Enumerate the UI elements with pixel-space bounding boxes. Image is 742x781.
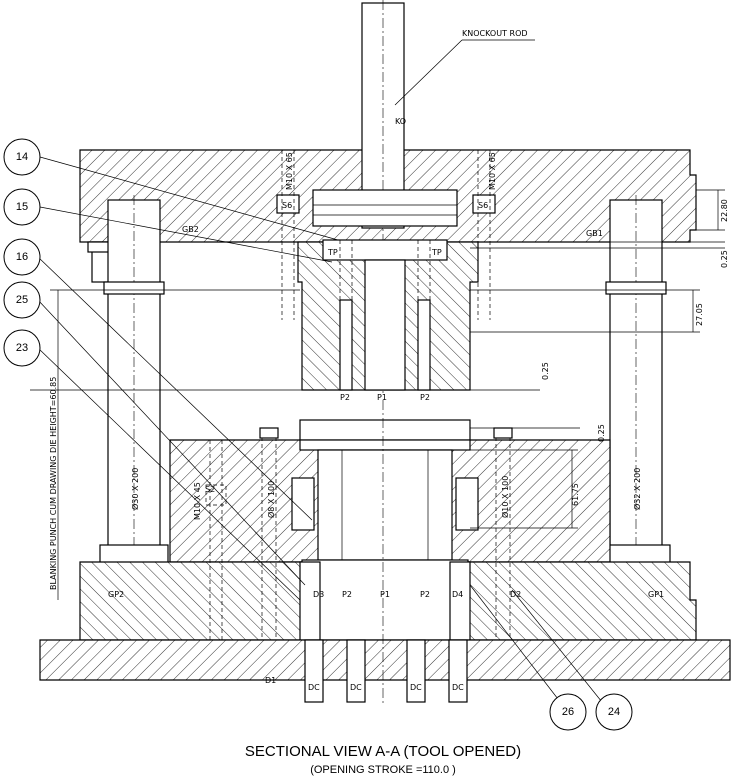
label-m10-65-left: M10 X 65 [285, 152, 294, 190]
label-pillar-left: Ø30 X 200 [130, 468, 140, 510]
label-pin-left: Ø8 X 100 [266, 481, 276, 518]
label-p2-top-right: P2 [420, 393, 430, 402]
balloon-callouts: 14 15 16 25 23 26 24 [3, 138, 633, 731]
balloon-16: 16 [3, 238, 41, 276]
guide-pillar-right [601, 195, 671, 640]
label-d4: D4 [452, 590, 463, 599]
label-s2: S2 [205, 485, 215, 494]
guide-pillar-left [99, 195, 169, 640]
label-ko: KO [395, 117, 406, 126]
svg-text:24: 24 [608, 706, 620, 718]
svg-text:15: 15 [16, 201, 28, 213]
svg-text:26: 26 [562, 706, 574, 718]
balloon-15: 15 [3, 188, 41, 226]
dim-61-75: 61.75 [571, 483, 580, 506]
pins-and-dowels [205, 427, 513, 640]
label-tp-right: TP [431, 248, 442, 257]
dim-27-05: 27.05 [695, 303, 704, 326]
dim-0-25-c: 0.25 [597, 424, 606, 442]
label-p2-top-left: P2 [340, 393, 350, 402]
label-knockout-rod: KNOCKOUT ROD [462, 29, 528, 38]
label-dc-1: DC [308, 683, 320, 692]
balloon-25: 25 [3, 281, 41, 319]
label-die-height: BLANKING PUNCH CUM DRAWING DIE HEIGHT=60… [49, 377, 58, 590]
drawing-subtitle: (OPENING STROKE =110.0 ) [310, 764, 456, 776]
label-s6-left: S6 [282, 201, 292, 210]
label-p1-top: P1 [377, 393, 387, 402]
label-gb1: GB1 [586, 229, 603, 238]
balloon-24: 24 [595, 693, 633, 731]
die-block [169, 419, 611, 563]
svg-text:25: 25 [16, 294, 28, 306]
dimension-annotations: 22.80 0.25 27.05 0.25 0.25 61.75 [30, 189, 729, 600]
label-p2-bottom-left: P2 [342, 590, 352, 599]
bottom-die-plate [79, 559, 697, 641]
screw-m10-right [472, 150, 496, 320]
label-gb2: GB2 [182, 225, 199, 234]
label-d1: D1 [265, 676, 276, 685]
dim-22-80: 22.80 [720, 199, 729, 222]
label-dc-2: DC [350, 683, 362, 692]
label-d3: D3 [313, 590, 324, 599]
label-pin-right: Ø10 X 100 [500, 476, 510, 518]
dim-0-25-b: 0.25 [541, 362, 550, 380]
label-m10-65-right: M10 X 65 [488, 152, 497, 190]
balloon-23: 23 [3, 329, 41, 367]
label-pillar-right: Ø32 X 200 [632, 468, 642, 510]
svg-text:23: 23 [16, 342, 28, 354]
label-dc-3: DC [410, 683, 422, 692]
ejector-studs [304, 639, 468, 703]
screw-m10-left [276, 150, 300, 320]
label-s6-right: S6 [478, 201, 488, 210]
dim-0-25-a: 0.25 [720, 250, 729, 268]
label-gp1: GP1 [648, 590, 664, 599]
svg-text:14: 14 [16, 151, 28, 163]
punch-holder [297, 239, 479, 391]
label-p2-bottom-right: P2 [420, 590, 430, 599]
label-gp2: GP2 [108, 590, 124, 599]
balloon-26: 26 [549, 693, 587, 731]
knockout-rod [312, 0, 458, 395]
label-dc-4: DC [452, 683, 464, 692]
label-tp-left: TP [327, 248, 338, 257]
label-p1-bottom: P1 [380, 590, 390, 599]
base-plate [39, 639, 731, 681]
svg-text:16: 16 [16, 251, 28, 263]
balloon-14: 14 [3, 138, 41, 176]
drawing-title: SECTIONAL VIEW A-A (TOOL OPENED) [245, 743, 521, 760]
